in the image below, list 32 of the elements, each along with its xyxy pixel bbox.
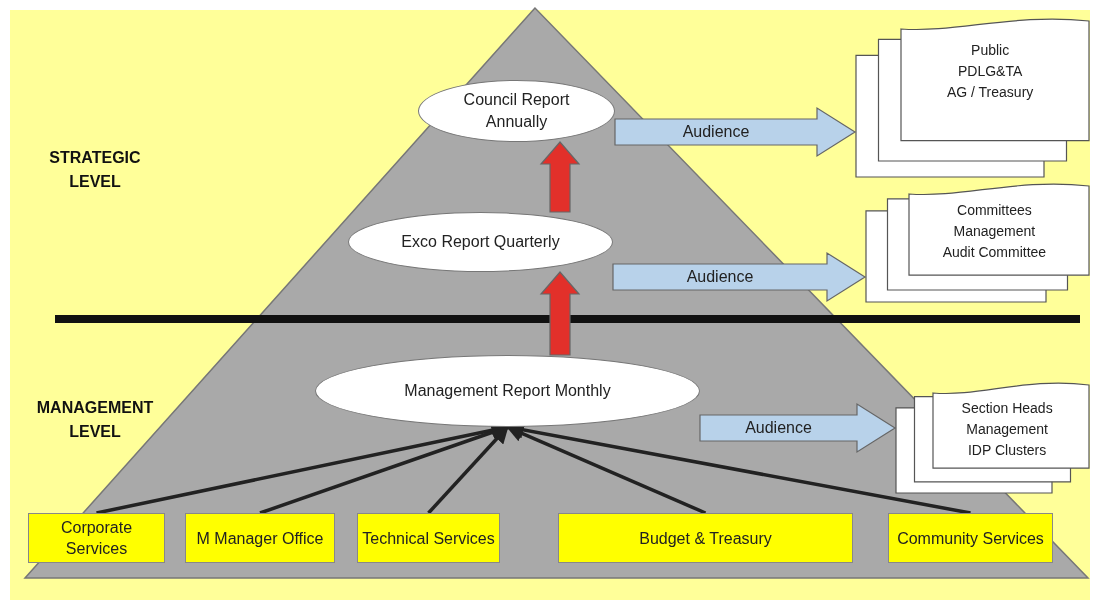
department-box bbox=[558, 513, 853, 563]
department-label: Community Services bbox=[897, 528, 1044, 549]
block-arrow bbox=[539, 271, 581, 356]
audience-label: AG / Treasury bbox=[946, 83, 1034, 103]
audience-label: Management bbox=[953, 221, 1036, 241]
department-box bbox=[888, 513, 1053, 563]
audience-label: PDLG&TA bbox=[957, 62, 1023, 82]
block-arrow bbox=[612, 251, 867, 303]
level-label: MANAGEMENT LEVEL bbox=[35, 398, 155, 442]
edge-label: Audience bbox=[686, 267, 754, 287]
audience-label: Public bbox=[971, 41, 1010, 61]
department-box bbox=[28, 513, 165, 563]
report-label: Exco Report Quarterly bbox=[401, 232, 560, 252]
department-box bbox=[357, 513, 500, 563]
department-label: Budget & Treasury bbox=[639, 528, 772, 549]
block-arrow bbox=[699, 402, 897, 454]
audience-label: Management bbox=[966, 419, 1048, 439]
department-label: Corporate Services bbox=[59, 518, 134, 559]
edge-label: Audience bbox=[682, 122, 750, 142]
level-label: STRATEGIC LEVEL bbox=[48, 148, 142, 192]
department-label: Technical Services bbox=[362, 528, 495, 549]
department-label: M Manager Office bbox=[196, 528, 324, 549]
report-label: Management Report Monthly bbox=[404, 381, 611, 401]
audience-label: Committees bbox=[957, 200, 1032, 220]
block-arrow bbox=[614, 106, 857, 158]
audience-label: Section Heads bbox=[961, 398, 1053, 418]
block-arrow bbox=[539, 141, 581, 213]
edge-label: Audience bbox=[745, 418, 812, 438]
report-label: Council Report Annually bbox=[462, 90, 571, 132]
audience-label: Audit Committee bbox=[942, 242, 1047, 262]
department-box bbox=[185, 513, 335, 563]
audience-label: IDP Clusters bbox=[967, 440, 1047, 460]
